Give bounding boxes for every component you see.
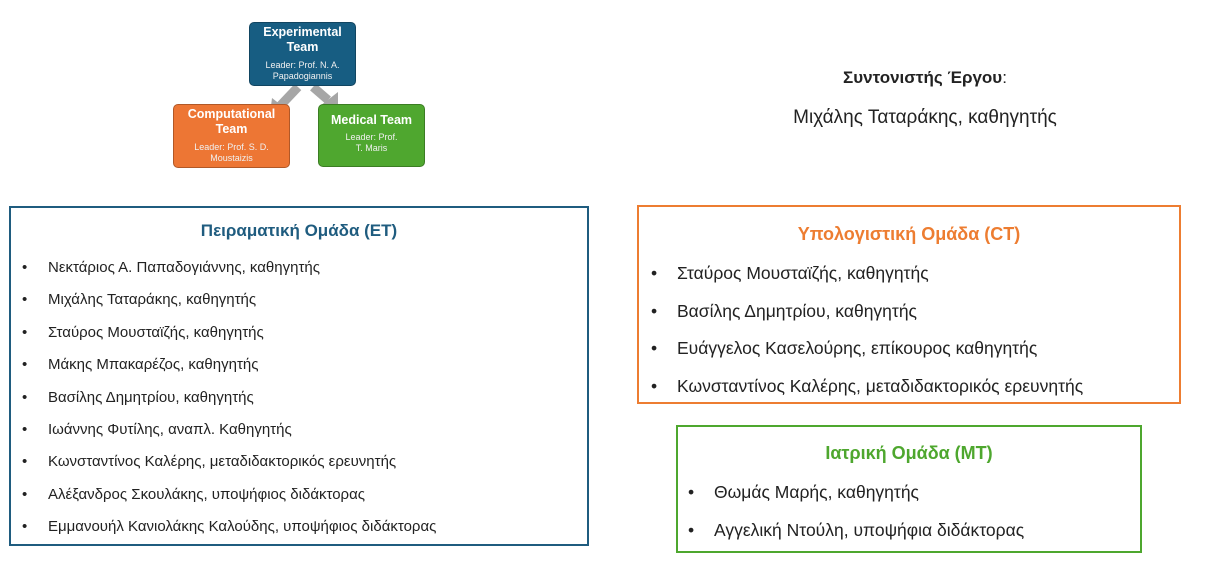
ct-member-list: Σταύρος Μουσταϊζής, καθηγητήςΒασίλης Δημ…: [651, 255, 1179, 406]
ct-member-item: Ευάγγελος Κασελούρης, επίκουρος καθηγητή…: [651, 330, 1179, 368]
node-leader: Leader: Prof. T. Maris: [345, 132, 398, 153]
ct-member-item: Σταύρος Μουσταϊζής, καθηγητής: [651, 255, 1179, 293]
mt-title: Ιατρική Ομάδα (MT): [825, 443, 993, 463]
coordinator-label: Συντονιστής Έργου: [843, 68, 1003, 87]
ct-title: Υπολογιστική Ομάδα (CT): [797, 224, 1021, 244]
et-member-item: Μάκης Μπακαρέζος, καθηγητής: [22, 349, 587, 382]
node-title: Experimental Team: [263, 25, 342, 54]
node-title: Computational Team: [187, 107, 276, 136]
medical-team-box: Ιατρική Ομάδα (MT) Θωμάς Μαρής, καθηγητή…: [676, 425, 1142, 553]
et-member-item: Κωνσταντίνος Καλέρης, μεταδιδακτορικός ε…: [22, 446, 587, 479]
experimental-team-node: Experimental Team Leader: Prof. N. A. Pa…: [249, 22, 356, 86]
et-member-item: Σταύρος Μουσταϊζής, καθηγητής: [22, 317, 587, 350]
et-member-item: Μιχάλης Ταταράκης, καθηγητής: [22, 284, 587, 317]
ct-member-item: Κωνσταντίνος Καλέρης, μεταδιδακτορικός ε…: [651, 368, 1179, 406]
coordinator: Συντονιστής Έργου: Μιχάλης Ταταράκης, κα…: [760, 68, 1090, 129]
coordinator-name: Μιχάλης Ταταράκης, καθηγητής: [793, 107, 1057, 128]
et-title: Πειραματική Ομάδα (ET): [200, 221, 398, 240]
mt-member-item: Θωμάς Μαρής, καθηγητής: [688, 474, 1140, 512]
ct-member-item: Βασίλης Δημητρίου, καθηγητής: [651, 293, 1179, 331]
et-member-list: Νεκτάριος Α. Παπαδογιάννης, καθηγητήςΜιχ…: [22, 252, 587, 544]
medical-team-node: Medical Team Leader: Prof. T. Maris: [318, 104, 425, 167]
et-member-item: Νεκτάριος Α. Παπαδογιάννης, καθηγητής: [22, 252, 587, 285]
node-leader: Leader: Prof. N. A. Papadogiannis: [265, 60, 340, 81]
et-member-item: Ιωάννης Φυτίλης, αναπλ. Καθηγητής: [22, 414, 587, 447]
et-member-item: Βασίλης Δημητρίου, καθηγητής: [22, 382, 587, 415]
computational-team-node: Computational Team Leader: Prof. S. D. M…: [173, 104, 290, 168]
et-member-item: Εμμανουήλ Κανιολάκης Καλούδης, υποψήφιος…: [22, 511, 587, 544]
et-member-item: Αλέξανδρος Σκουλάκης, υποψήφιος διδάκτορ…: [22, 479, 587, 512]
coordinator-colon: :: [1002, 68, 1007, 87]
computational-team-box: Υπολογιστική Ομάδα (CT) Σταύρος Μουσταϊζ…: [637, 205, 1181, 406]
experimental-team-box: Πειραματική Ομάδα (ET) Νεκτάριος Α. Παπα…: [9, 206, 589, 546]
mt-member-item: Αγγελική Ντούλη, υποψήφια διδάκτορας: [688, 512, 1140, 550]
node-title: Medical Team: [330, 113, 413, 127]
mt-member-list: Θωμάς Μαρής, καθηγητήςΑγγελική Ντούλη, υ…: [688, 474, 1140, 550]
node-leader: Leader: Prof. S. D. Moustaizis: [194, 142, 269, 163]
